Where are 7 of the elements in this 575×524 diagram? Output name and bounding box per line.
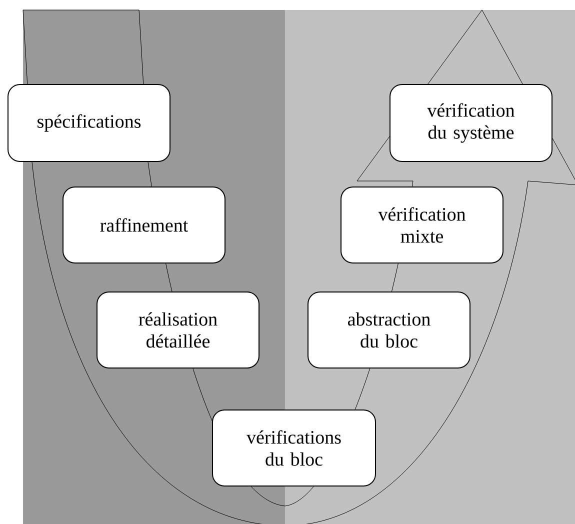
process-box: réalisation détaillée [96,292,260,368]
process-box: abstraction du bloc [308,292,470,368]
process-box: vérification mixte [340,186,504,264]
process-box: vérification du système [390,84,552,162]
process-box: vérifications du bloc [212,410,376,486]
process-box: spécifications [8,84,170,162]
process-box: raffinement [62,186,226,264]
